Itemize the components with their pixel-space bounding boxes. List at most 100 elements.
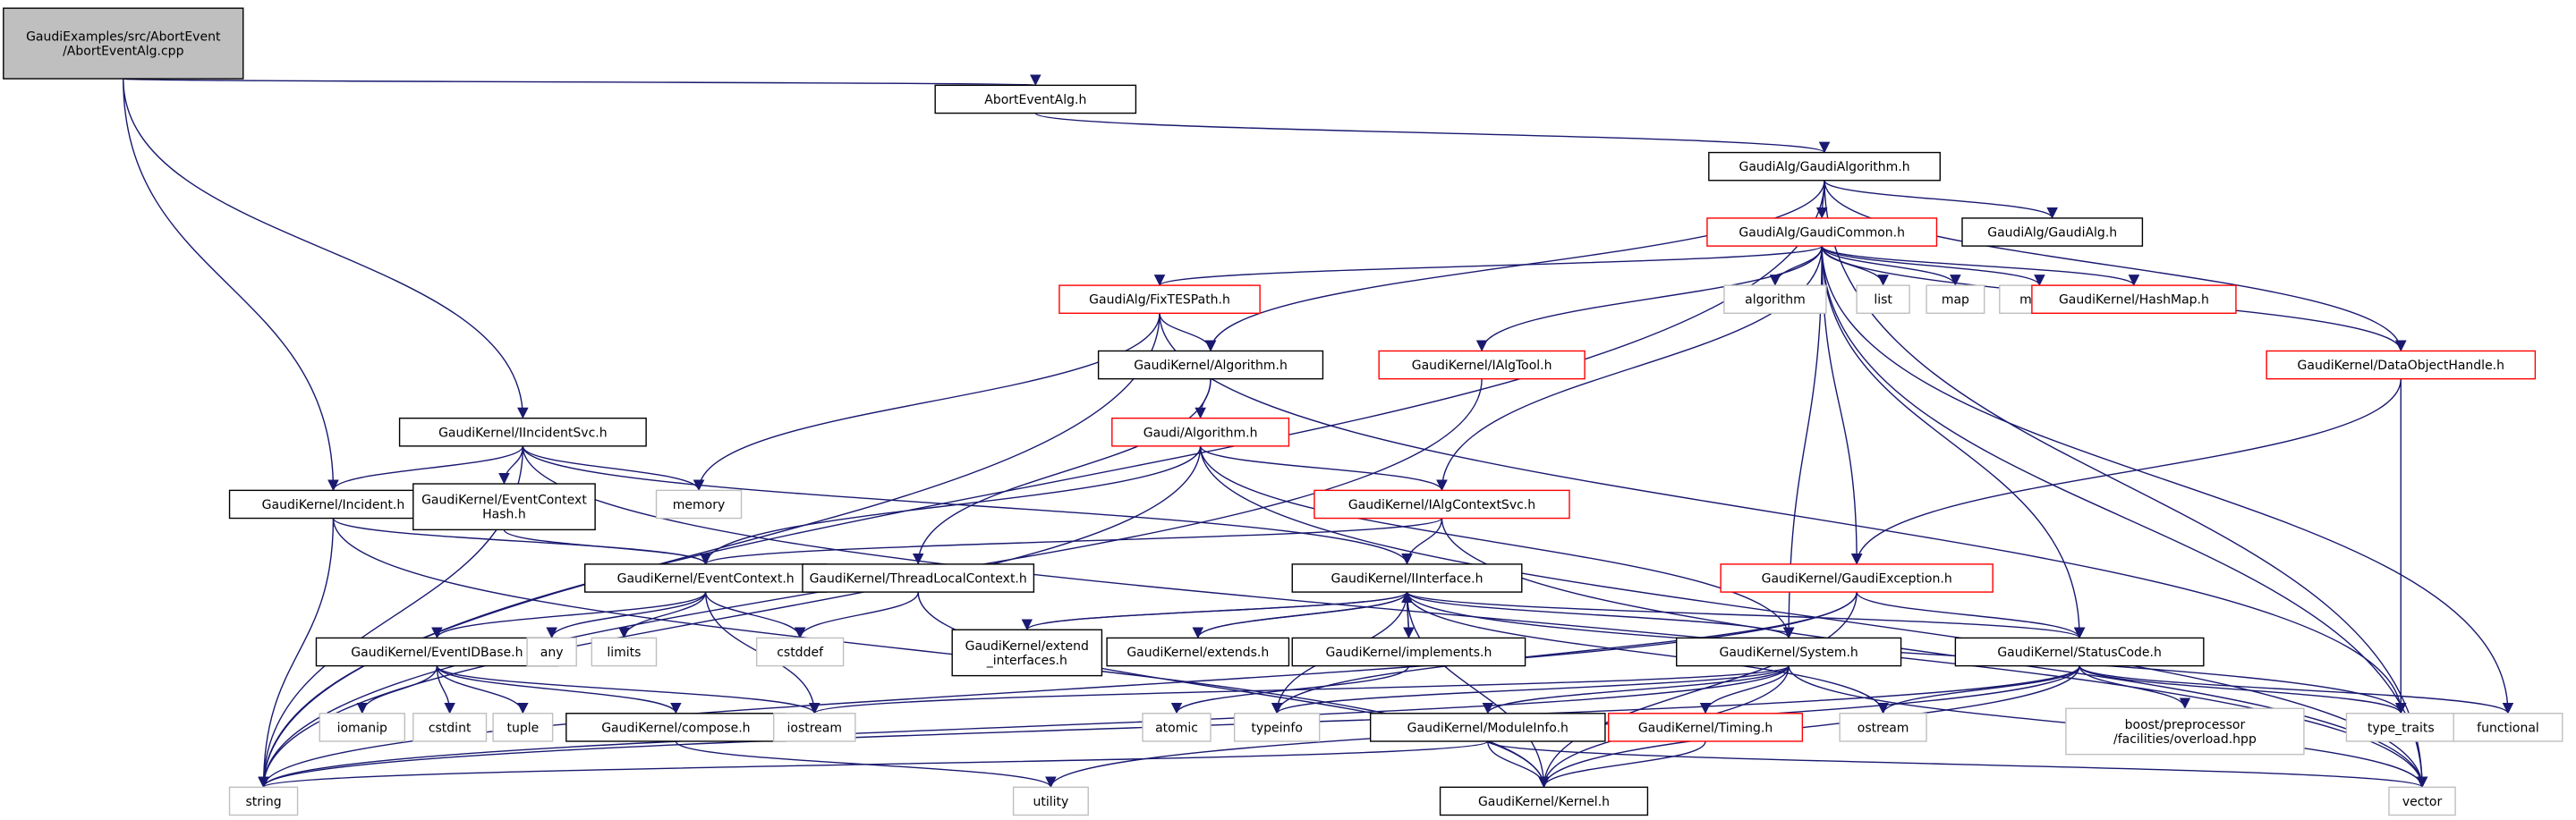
node-abortalg[interactable]: AbortEventAlg.h [934, 84, 1137, 114]
node-label: boost/preprocessor [2125, 718, 2246, 732]
edge-iinterface-to-system [1406, 591, 1795, 639]
node-box-dataobjhandle [2266, 350, 2537, 380]
node-box-iomanip [319, 713, 405, 742]
node-iinterface[interactable]: GaudiKernel/IInterface.h [1291, 563, 1523, 593]
node-system[interactable]: GaudiKernel/System.h [1676, 637, 1902, 667]
edge-gaudialgorithm-to-vector [1824, 180, 2428, 788]
node-iincidentsvc[interactable]: GaudiKernel/IIncidentSvc.h [398, 417, 647, 447]
node-label: ostream [1858, 721, 1909, 735]
node-label: GaudiKernel/Kernel.h [1478, 795, 1610, 809]
node-gaudialgorithm2[interactable]: Gaudi/Algorithm.h [1111, 417, 1290, 447]
node-typeinfo: typeinfo [1233, 713, 1321, 742]
node-box-functional [2453, 713, 2563, 742]
node-ialgtool[interactable]: GaudiKernel/IAlgTool.h [1378, 350, 1586, 380]
node-label: iomanip [337, 721, 387, 735]
edge-gaudialgorithm2-to-ialgcontextsvc [1199, 445, 1448, 491]
node-label: memory [673, 498, 726, 512]
node-moduleinfo[interactable]: GaudiKernel/ModuleInfo.h [1369, 713, 1606, 742]
node-box-gaudicommon [1706, 217, 1938, 247]
edge-ialgcontextsvc-to-eventcontext [700, 517, 1443, 565]
node-eventidbase[interactable]: GaudiKernel/EventIDBase.h [315, 637, 559, 667]
node-label: type_traits [2368, 721, 2435, 735]
node-iomanip: iomanip [319, 713, 405, 742]
node-label: Hash.h [482, 508, 526, 522]
node-box-gaudialg [1961, 217, 2144, 247]
node-label: GaudiKernel/DataObjectHandle.h [2298, 359, 2505, 373]
node-extendif[interactable]: GaudiKernel/extend_interfaces.h [951, 629, 1103, 677]
node-label: list [1874, 293, 1892, 308]
node-compose[interactable]: GaudiKernel/compose.h [565, 713, 786, 742]
node-fixtes[interactable]: GaudiAlg/FixTESPath.h [1058, 284, 1261, 314]
node-tuple: tuple [492, 713, 554, 742]
node-label: GaudiKernel/extends.h [1126, 646, 1269, 660]
node-box-evctxhash [412, 483, 596, 531]
node-kernel[interactable]: GaudiKernel/Kernel.h [1439, 786, 1649, 816]
node-label: GaudiKernel/IAlgTool.h [1412, 359, 1552, 373]
node-gaudiexception[interactable]: GaudiKernel/GaudiException.h [1720, 563, 1994, 593]
edge-gaudicommon-to-ialgtool [1475, 246, 1823, 352]
node-hashmap[interactable]: GaudiKernel/HashMap.h [2031, 284, 2237, 314]
node-box-moduleinfo [1369, 713, 1606, 742]
edge-abortalg-to-gaudialgorithm [1034, 112, 1830, 154]
node-label: GaudiAlg/FixTESPath.h [1089, 293, 1230, 308]
node-label: GaudiKernel/IAlgContextSvc.h [1348, 498, 1535, 512]
edge-threadlocal-to-kernel [917, 592, 1550, 788]
node-box-threadlocal [802, 563, 1035, 593]
node-box-list [1856, 284, 1910, 314]
node-label: GaudiKernel/implements.h [1325, 646, 1492, 660]
edge-eventidbase-to-tuple [436, 665, 529, 714]
edge-gaudiexception-to-string [258, 592, 1858, 788]
node-box-utility [1012, 786, 1089, 816]
edge-ialgcontextsvc-to-iinterface [1401, 518, 1443, 565]
edge-system-to-string [258, 665, 1790, 788]
node-label: _interfaces.h [986, 654, 1067, 668]
edge-extendif-to-iinterface [1026, 591, 1413, 630]
edge-system-to-typeinfo [1271, 664, 1790, 714]
edge-gaudicommon-to-hashmap [1821, 245, 2140, 286]
node-gaudicommon[interactable]: GaudiAlg/GaudiCommon.h [1706, 217, 1938, 247]
node-timing[interactable]: GaudiKernel/Timing.h [1608, 713, 1804, 742]
node-box-limits [591, 637, 658, 667]
node-implements[interactable]: GaudiKernel/implements.h [1291, 637, 1526, 667]
node-iostream: iostream [772, 713, 856, 742]
node-box-ialgtool [1378, 350, 1586, 380]
edge-evctxhash-to-eventcontext [503, 529, 711, 565]
node-box-atomic [1142, 713, 1211, 742]
node-label: atomic [1155, 721, 1198, 735]
edge-gaudiexception-to-typeinfo [1271, 592, 1858, 714]
node-dataobjhandle[interactable]: GaudiKernel/DataObjectHandle.h [2266, 350, 2537, 380]
node-label: typeinfo [1251, 721, 1303, 735]
node-eventcontext[interactable]: GaudiKernel/EventContext.h [584, 563, 828, 593]
node-threadlocal[interactable]: GaudiKernel/ThreadLocalContext.h [802, 563, 1035, 593]
node-box-kernel [1439, 786, 1649, 816]
node-label: GaudiKernel/StatusCode.h [1997, 646, 2162, 660]
node-label: iostream [786, 721, 842, 735]
node-kalgorithm[interactable]: GaudiKernel/Algorithm.h [1097, 350, 1324, 380]
node-label: GaudiAlg/GaudiAlgorithm.h [1739, 160, 1909, 174]
node-label: GaudiKernel/HashMap.h [2059, 293, 2209, 308]
node-extends[interactable]: GaudiKernel/extends.h [1106, 637, 1290, 667]
node-box-string [228, 786, 299, 816]
edge-statuscode-to-functional [2079, 664, 2514, 714]
node-root[interactable]: GaudiExamples/src/AbortEvent/AbortEventA… [3, 7, 244, 80]
node-box-fixtes [1058, 284, 1261, 314]
edge-root-to-incident [123, 79, 339, 491]
node-utility: utility [1012, 786, 1089, 816]
node-label: any [540, 646, 564, 660]
node-gaudialg[interactable]: GaudiAlg/GaudiAlg.h [1961, 217, 2144, 247]
node-limits: limits [591, 637, 658, 667]
node-label: GaudiExamples/src/AbortEvent [26, 30, 221, 45]
node-box-gaudiexception [1720, 563, 1994, 593]
edge-eventidbase-to-iostream [436, 665, 820, 714]
node-cstdint: cstdint [412, 713, 488, 742]
node-gaudialgorithm[interactable]: GaudiAlg/GaudiAlgorithm.h [1708, 151, 1941, 182]
node-box-hashmap [2031, 284, 2237, 314]
node-ialgcontextsvc[interactable]: GaudiKernel/IAlgContextSvc.h [1314, 489, 1570, 520]
node-incident[interactable]: GaudiKernel/Incident.h [228, 489, 438, 520]
node-box-iostream [772, 713, 856, 742]
node-box-incident [228, 489, 438, 520]
node-statuscode[interactable]: GaudiKernel/StatusCode.h [1954, 637, 2205, 667]
node-box-root [3, 7, 244, 80]
